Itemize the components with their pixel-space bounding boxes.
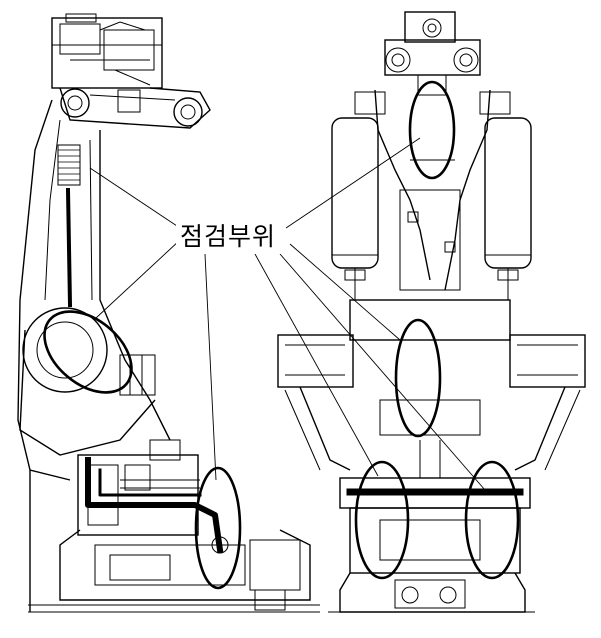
front-view-upper-arm — [354, 89, 511, 291]
front-view-shoulder — [277, 299, 586, 471]
inspection-area-base-right-front — [464, 460, 520, 580]
front-view-base — [328, 440, 535, 613]
side-view-robot — [17, 13, 320, 613]
inspection-area-elbow-side — [43, 310, 133, 394]
side-view-wrist-motor — [51, 13, 163, 89]
front-view-balancer-left — [331, 117, 379, 300]
side-view-main-arm — [17, 99, 171, 481]
front-view-balancer-right — [484, 117, 532, 300]
side-view-upper-arm — [59, 87, 211, 129]
inspection-area-base-left-front — [354, 460, 410, 580]
inspection-point-label: 점검부위 — [176, 220, 281, 254]
inspection-area-wrist-front — [408, 80, 456, 180]
side-view-elbow — [19, 307, 156, 456]
callout-leader-lines — [89, 137, 486, 491]
inspection-area-shoulder-front — [394, 318, 442, 438]
front-view-robot — [277, 11, 586, 613]
side-view-base — [28, 439, 320, 613]
inspection-area-base-side — [194, 466, 242, 590]
front-view-wrist-motors — [384, 11, 481, 96]
